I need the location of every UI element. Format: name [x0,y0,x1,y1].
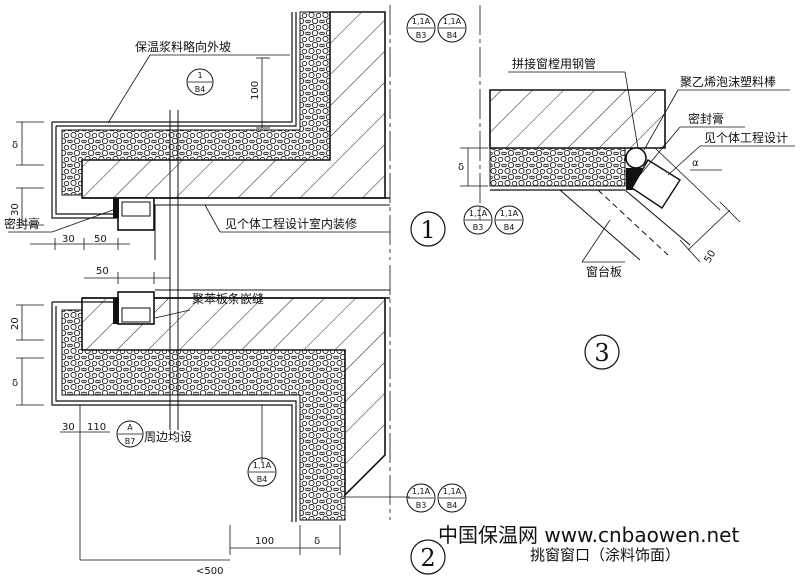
dim-alpha: α [692,158,699,169]
ref-bubble-mid-b: 1,1A B4 [494,205,524,235]
svg-text:1,1A: 1,1A [412,17,431,26]
svg-text:1,1A: 1,1A [412,487,431,496]
svg-text:1,1A: 1,1A [443,17,462,26]
ref-bubble-mid-a: 1,1A B3 [463,205,493,235]
detail-number-1: 1 [420,216,435,244]
ref-bubble-top-a: 1,1A B3 [406,13,436,43]
label-sealant-right: 密封膏 [688,111,724,126]
dim-delta-1: δ [12,140,18,151]
ref-bubble-low-b4: 1,1A B4 [247,457,277,487]
label-window-sill-board: 窗台板 [586,264,622,279]
dim-30-2: 30 [62,234,75,245]
label-see-project-design: 见个体工程设计 [704,130,788,145]
svg-text:1: 1 [197,71,202,80]
ref-bubble-bot-a: 1,1A B3 [406,483,436,513]
insulation-3 [489,147,626,187]
svg-text:A: A [127,423,133,432]
label-eps-strip-joint: 聚苯板条嵌缝 [192,291,264,306]
label-all-around: 周边均设 [144,430,192,444]
insulation-2 [61,309,346,521]
concrete-slab-1 [81,11,386,199]
dim-delta-3: δ [314,536,320,547]
finish-layer-2 [51,301,297,522]
sealant-1 [113,198,119,218]
dim-50-2: 50 [96,266,109,277]
ref-bubble-top-b: 1,1A B4 [437,13,467,43]
dim-50-r: 50 [703,248,719,265]
svg-text:1,1A: 1,1A [469,209,488,218]
detail-number-3-circle [584,334,620,370]
dim-100-lower: 100 [255,536,274,547]
svg-text:1,1A: 1,1A [500,209,519,218]
svg-text:B4: B4 [257,475,268,484]
drawing-title: 挑窗窗口（涂料饰面） [530,546,680,564]
svg-text:1,1A: 1,1A [443,487,462,496]
svg-text:1,1A: 1,1A [253,461,272,470]
label-sealant-left: 密封膏 [4,216,40,231]
dim-delta-r: δ [458,162,464,173]
dim-20: 20 [10,317,21,330]
svg-text:B4: B4 [447,501,458,510]
svg-text:B4: B4 [195,85,206,94]
dim-30-1: 30 [10,203,21,216]
label-steel-pipe: 拼接窗樘用钢管 [512,56,596,71]
dim-50-1: 50 [94,234,107,245]
eps-strip-2 [113,298,119,324]
detail-number-2: 2 [420,544,435,572]
detail-number-3: 3 [594,339,609,367]
svg-text:B7: B7 [125,437,136,446]
detail-2 [16,265,410,561]
svg-text:B3: B3 [416,501,427,510]
finish-layer-1 [51,12,297,219]
insulation-1 [61,11,331,196]
svg-text:B4: B4 [447,31,458,40]
dim-110: 110 [87,422,106,433]
svg-text:B3: B3 [416,31,427,40]
label-interior-finish: 见个体工程设计室内装修 [225,216,357,231]
detail-1 [8,5,391,430]
label-pe-foam-rod: 聚乙烯泡沫塑料棒 [680,74,776,89]
concrete-slab-3 [489,89,666,149]
detail-3 [460,5,795,263]
ref-bubble-a-b7: A B7 [116,420,144,448]
label-insulation-slope: 保温浆料略向外坡 [135,39,231,54]
detail-number-2-circle [410,539,446,575]
svg-text:B3: B3 [473,223,484,232]
ref-bubble-bot-b: 1,1A B4 [437,483,467,513]
dim-delta-2: δ [12,378,18,389]
dim-lt500: <500 [196,566,223,577]
dim-100-upper: 100 [250,81,261,100]
dim-30-3: 30 [62,422,75,433]
ref-bubble-one-b4: 1 B4 [186,68,214,96]
watermark: 中国保温网 www.cnbaowen.net [438,523,739,547]
pe-foam-rod [625,147,647,169]
svg-text:B4: B4 [504,223,515,232]
detail-number-1-circle [410,211,446,247]
